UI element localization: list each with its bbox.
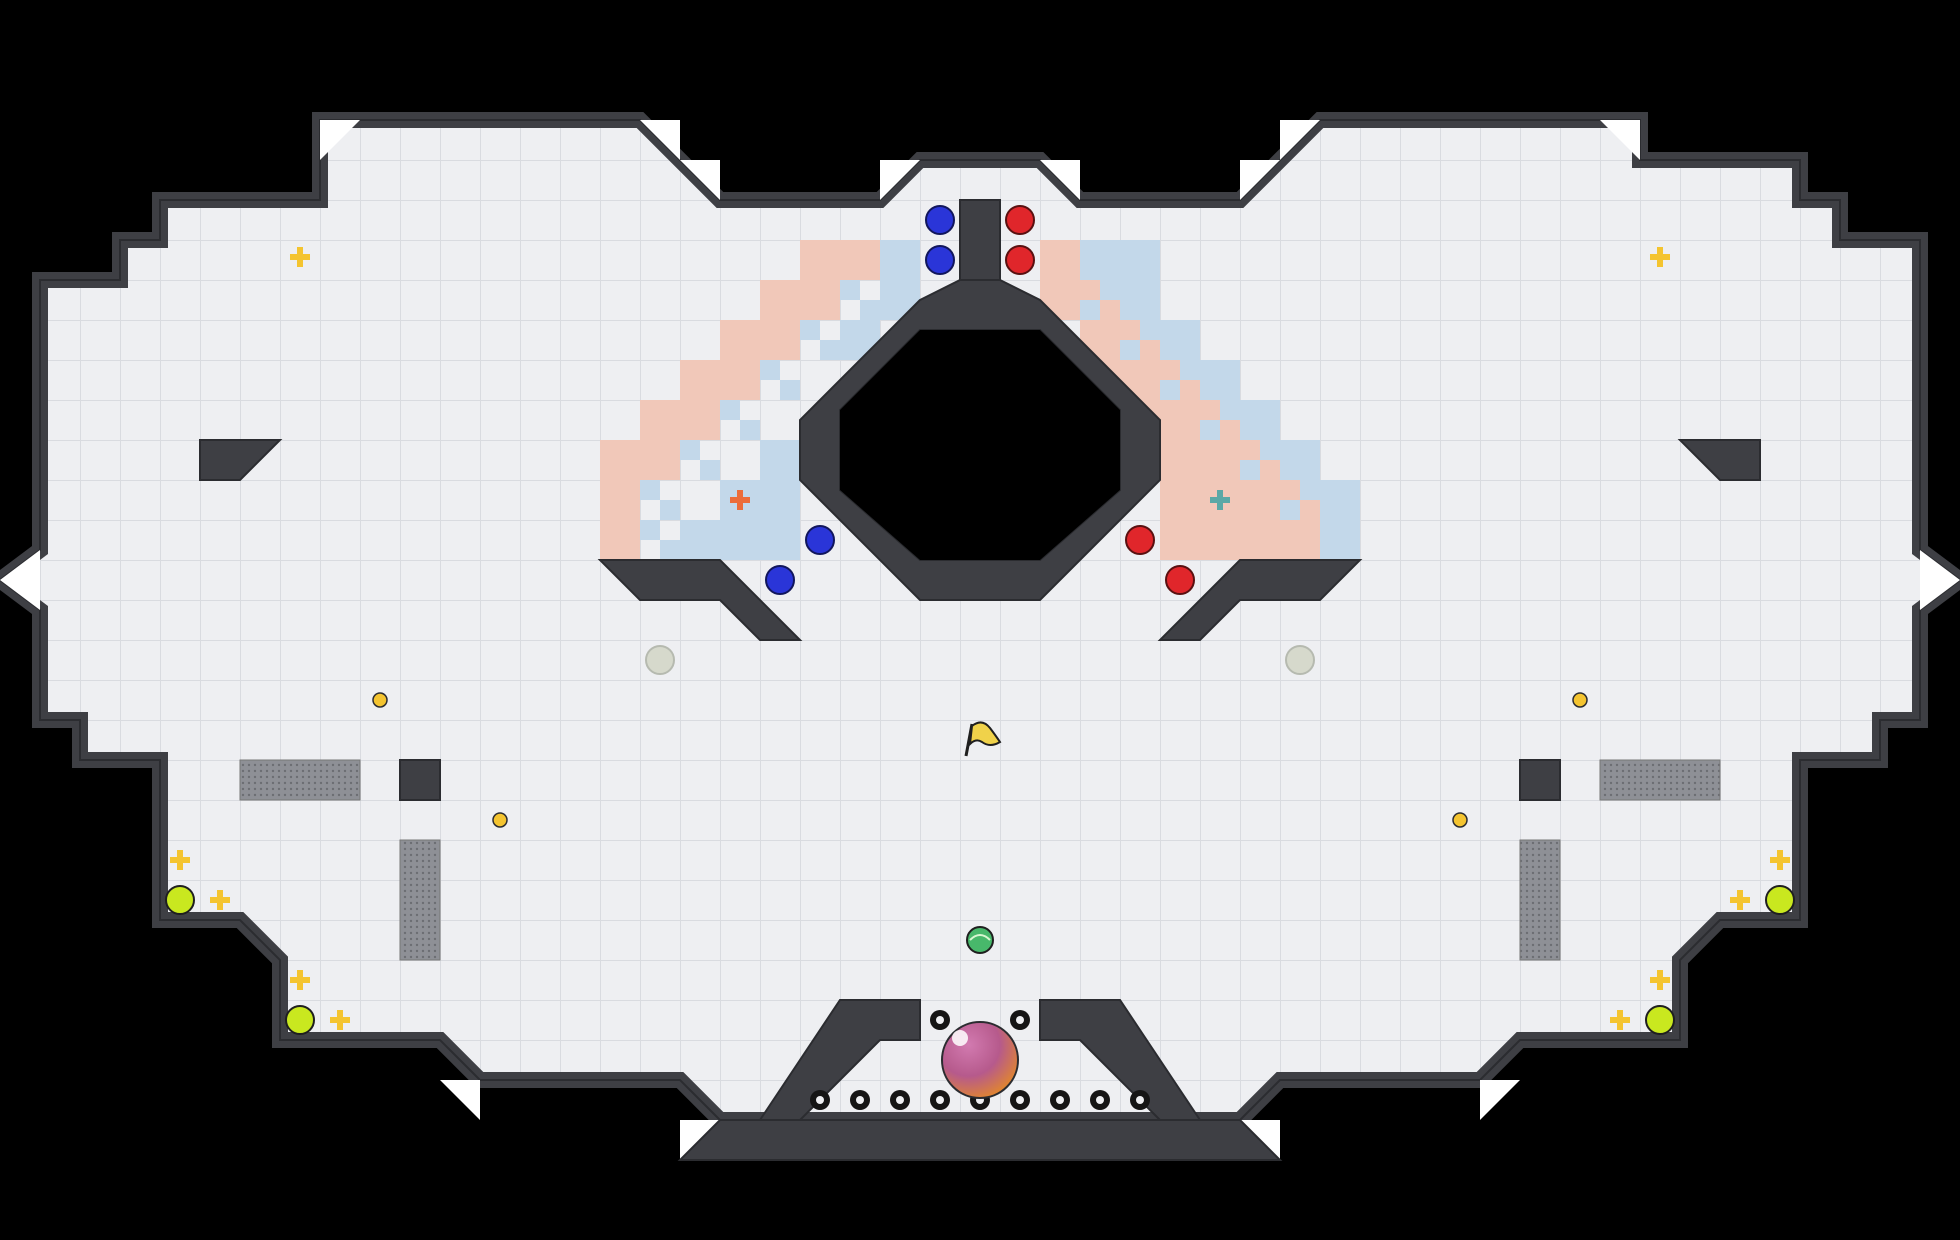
spike-icon	[850, 1090, 870, 1110]
spike-icon	[1090, 1090, 1110, 1110]
portals	[645, 645, 1315, 675]
bomb-icon	[1765, 885, 1795, 915]
boost-icon	[330, 1010, 350, 1030]
red-ball-icon	[1165, 565, 1195, 595]
spike-icon	[1010, 1010, 1030, 1030]
bomb-icon	[1645, 1005, 1675, 1035]
bomb-icon	[492, 812, 508, 828]
blue-spawns	[765, 205, 955, 595]
boost-icon	[210, 890, 230, 910]
red-ball-icon	[1005, 205, 1035, 235]
neutral-gate-icon	[399, 839, 441, 961]
boost-icon	[730, 490, 750, 510]
neutral-gate-icon	[1519, 839, 1561, 961]
powerup-icon	[966, 926, 994, 954]
red-ball-icon	[1005, 245, 1035, 275]
boost-icon	[170, 850, 190, 870]
neutral-gate-icon	[239, 759, 361, 801]
flag-icon	[964, 721, 1002, 757]
spike-icon	[1130, 1090, 1150, 1110]
gates	[239, 759, 1721, 961]
spike-icon	[810, 1090, 830, 1110]
spike-icon	[1010, 1090, 1030, 1110]
boost-icon	[290, 970, 310, 990]
boost-icon	[1770, 850, 1790, 870]
bombs	[165, 692, 1795, 1035]
blue-ball-icon	[925, 205, 955, 235]
boost-icon	[1650, 970, 1670, 990]
portal-icon	[645, 645, 675, 675]
blue-ball-icon	[765, 565, 795, 595]
boosts	[170, 247, 1790, 1030]
spike-icon	[1050, 1090, 1070, 1110]
boost-icon	[1730, 890, 1750, 910]
boost-icon	[1210, 490, 1230, 510]
boost-icon	[1650, 247, 1670, 267]
bomb-icon	[372, 692, 388, 708]
blue-ball-icon	[925, 245, 955, 275]
bomb-icon	[165, 885, 195, 915]
boost-icon	[1610, 1010, 1630, 1030]
spike-icon	[930, 1010, 950, 1030]
spikes	[810, 1010, 1150, 1110]
red-ball-icon	[1125, 525, 1155, 555]
bomb-icon	[1452, 812, 1468, 828]
boost-icon	[290, 247, 310, 267]
bomb-icon	[285, 1005, 315, 1035]
portal-icon	[1285, 645, 1315, 675]
void-hole	[840, 330, 1120, 560]
bomb-icon	[1572, 692, 1588, 708]
spike-icon	[890, 1090, 910, 1110]
red-spawns	[1005, 205, 1195, 595]
rolling-bomb-icon	[941, 1021, 1019, 1099]
neutral-gate-icon	[1599, 759, 1721, 801]
blue-ball-icon	[805, 525, 835, 555]
checker-tiles	[640, 240, 1320, 560]
team-boosts	[730, 490, 1230, 510]
spike-icon	[930, 1090, 950, 1110]
